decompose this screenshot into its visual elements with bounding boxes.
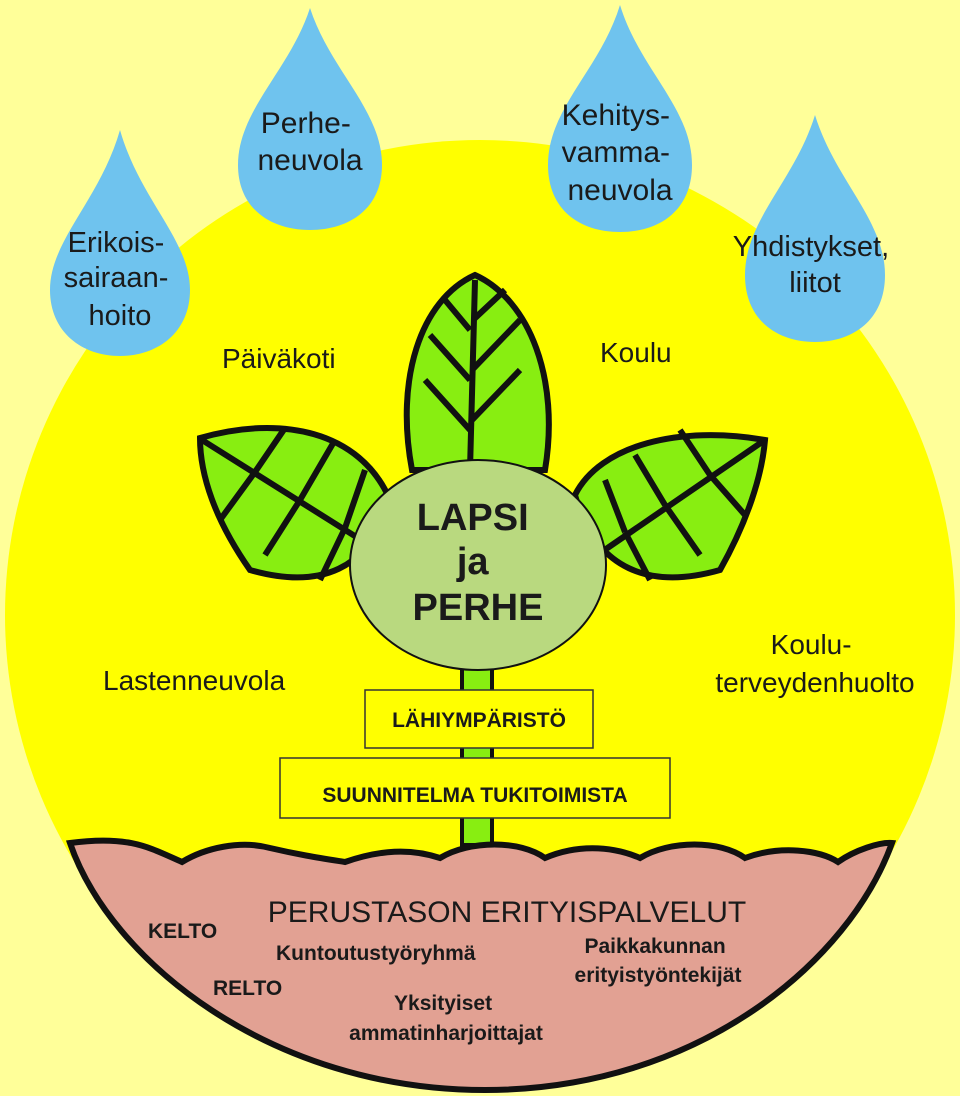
paivakoti-label: Päiväkoti — [222, 343, 336, 374]
drop-erikois-text: Erikois- sairaan- hoito — [64, 227, 177, 332]
drop-perhe-text: Perhe- neuvola — [257, 107, 362, 177]
lastenneuvola-label: Lastenneuvola — [103, 665, 286, 696]
soil-title: PERUSTASON ERITYISPALVELUT — [268, 896, 746, 929]
lahiymparisto-text: LÄHIYMPÄRISTÖ — [392, 709, 566, 732]
soil-ground — [65, 837, 897, 1094]
leaf-right — [571, 428, 769, 582]
paikkakunnan-label: Paikkakunnan erityistyöntekijät — [575, 935, 742, 987]
drop-yhdistykset — [745, 115, 885, 342]
drop-erikois — [50, 130, 190, 356]
lahiymparisto-box — [364, 689, 594, 749]
koulu-label: Koulu — [600, 337, 672, 368]
relto-label: RELTO — [213, 977, 282, 1000]
drop-kehitys-text: Kehitys- vamma- neuvola — [562, 99, 679, 207]
kuntoutus-label: Kuntoutustyöryhmä — [276, 942, 476, 965]
kouluterveydenhuolto-label: Koulu- terveydenhuolto — [715, 629, 914, 698]
drop-yhdistykset-text: Yhdistykset, liitot — [733, 231, 897, 299]
suunnitelma-box — [279, 757, 671, 819]
yksityiset-label: Yksityiset ammatinharjoittajat — [349, 992, 543, 1045]
drop-perhe — [238, 8, 382, 230]
kelto-label: KELTO — [148, 920, 217, 943]
center-text: LAPSI ja PERHE — [413, 497, 544, 629]
center-oval — [349, 459, 607, 671]
drop-kehitys — [548, 5, 692, 232]
suunnitelma-text: SUUNNITELMA TUKITOIMISTA — [322, 784, 627, 807]
